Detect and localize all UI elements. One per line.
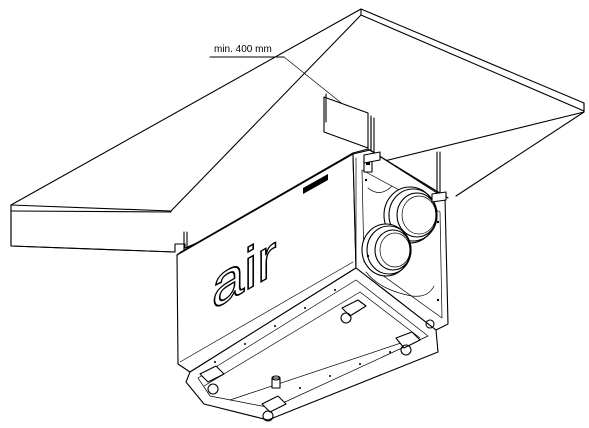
tray-rail-2 (229, 339, 411, 401)
rivet (389, 351, 391, 353)
unit-bottom-tray (185, 267, 439, 421)
ventilation-unit: air (176, 148, 449, 422)
clearance-plane (323, 96, 369, 149)
ceiling-edge-inner (10, 210, 172, 213)
drain-outlet-rim (271, 375, 281, 381)
suspension-rods (183, 117, 441, 253)
screw (436, 220, 440, 224)
rivet (304, 307, 306, 309)
drain-outlet-icon (271, 377, 281, 389)
brand-plate (303, 174, 328, 194)
foot (261, 395, 287, 413)
rivet (214, 361, 216, 363)
condensate-drain (271, 375, 281, 389)
tray-rail (203, 291, 421, 387)
tray-seam (179, 261, 354, 363)
foot-bolt (400, 344, 412, 356)
spigot-lower-inner (374, 229, 412, 271)
screw (436, 298, 440, 302)
brand-plate-bg (303, 174, 328, 194)
ceiling-slab (10, 8, 585, 253)
ceiling-right-bottom (455, 111, 585, 197)
ceiling-front-edge (10, 204, 176, 253)
side-cutout-curve (365, 185, 435, 297)
ceiling-underside-edge (170, 14, 362, 212)
rivet (299, 387, 301, 389)
ceiling-edge-left (10, 204, 172, 212)
tray-inner-edge (197, 279, 429, 409)
bracket-right (431, 191, 447, 203)
foot-bolt (425, 319, 435, 329)
duct-spigot-lower (361, 223, 412, 277)
foot-bolt (340, 312, 352, 324)
screw (364, 178, 368, 182)
screw (366, 254, 370, 258)
spigot-upper-inner (396, 192, 438, 238)
rivet (244, 343, 246, 345)
spigot-lower-core (379, 232, 411, 268)
rivet (274, 325, 276, 327)
connector-dot (366, 161, 370, 165)
hanging-brackets (363, 151, 447, 203)
rivet (334, 289, 336, 291)
unit-top-lip (176, 148, 449, 256)
bracket-mid (363, 151, 381, 164)
rivet (329, 375, 331, 377)
mounting-feet (199, 299, 435, 422)
rivet (359, 363, 361, 365)
foot-bolt (262, 410, 274, 422)
side-screws (364, 178, 440, 302)
ceiling-right-edge (360, 14, 585, 112)
foot (199, 365, 225, 383)
spigot-upper-core (401, 195, 437, 235)
foot-bolt (207, 383, 219, 395)
dimension-label: min. 400 mm (214, 44, 272, 55)
foot (395, 331, 421, 349)
